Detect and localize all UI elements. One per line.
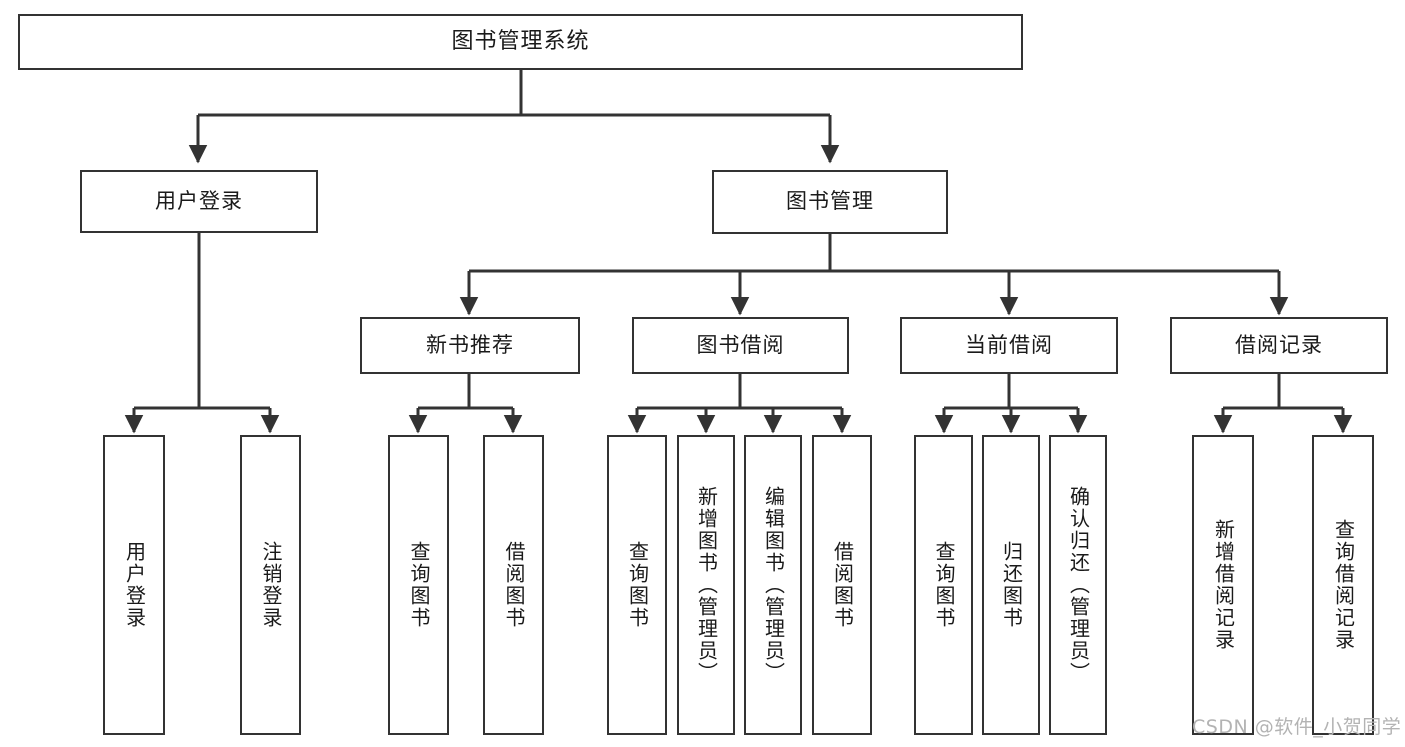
node-label: 查询图书 [407,541,431,629]
node-label: 当前借阅 [965,332,1053,357]
node-label: 新增图书（管理员） [694,486,719,684]
node-book-management[interactable]: 图书管理 [712,170,948,234]
node-label: 编辑图书（管理员） [761,486,786,684]
node-label: 查询图书 [625,541,650,629]
node-label: 用户登录 [155,188,243,213]
node-label: 借阅记录 [1235,332,1323,357]
node-user-login[interactable]: 用户登录 [80,170,318,233]
node-leaf-user-login[interactable]: 用户登录 [103,435,165,735]
node-label: 借阅图书 [502,541,526,629]
node-leaf-borrow-book-2[interactable]: 借阅图书 [812,435,872,735]
node-label: 查询图书 [932,541,956,629]
node-leaf-edit-book[interactable]: 编辑图书（管理员） [744,435,802,735]
node-label: 确认归还（管理员） [1066,486,1091,684]
node-leaf-borrow-book-1[interactable]: 借阅图书 [483,435,544,735]
node-leaf-logout-login[interactable]: 注销登录 [240,435,301,735]
node-leaf-return-book[interactable]: 归还图书 [982,435,1040,735]
node-label: 新书推荐 [426,332,514,357]
node-label: 图书管理系统 [451,28,590,54]
node-borrow-record[interactable]: 借阅记录 [1170,317,1388,374]
csdn-watermark: CSDN @软件_小贺同学 [1192,712,1401,739]
node-leaf-query-book-2[interactable]: 查询图书 [607,435,667,735]
node-leaf-confirm-return[interactable]: 确认归还（管理员） [1049,435,1107,735]
node-label: 注销登录 [259,541,283,629]
node-leaf-query-book-3[interactable]: 查询图书 [914,435,973,735]
node-label: 新增借阅记录 [1211,519,1236,651]
node-new-book-recommend[interactable]: 新书推荐 [360,317,580,374]
node-leaf-query-record[interactable]: 查询借阅记录 [1312,435,1374,735]
node-label: 图书借阅 [696,332,785,357]
node-leaf-add-book[interactable]: 新增图书（管理员） [677,435,735,735]
watermark-text: CSDN @软件_小贺同学 [1192,716,1402,738]
node-current-borrow[interactable]: 当前借阅 [900,317,1118,374]
node-book-borrow[interactable]: 图书借阅 [632,317,849,374]
node-root-book-management-system[interactable]: 图书管理系统 [18,14,1023,70]
node-leaf-query-book-1[interactable]: 查询图书 [388,435,449,735]
node-label: 用户登录 [122,541,147,629]
node-label: 图书管理 [786,189,874,214]
node-label: 借阅图书 [830,541,855,629]
node-leaf-add-record[interactable]: 新增借阅记录 [1192,435,1254,735]
node-label: 查询借阅记录 [1331,519,1356,651]
node-label: 归还图书 [999,541,1024,629]
